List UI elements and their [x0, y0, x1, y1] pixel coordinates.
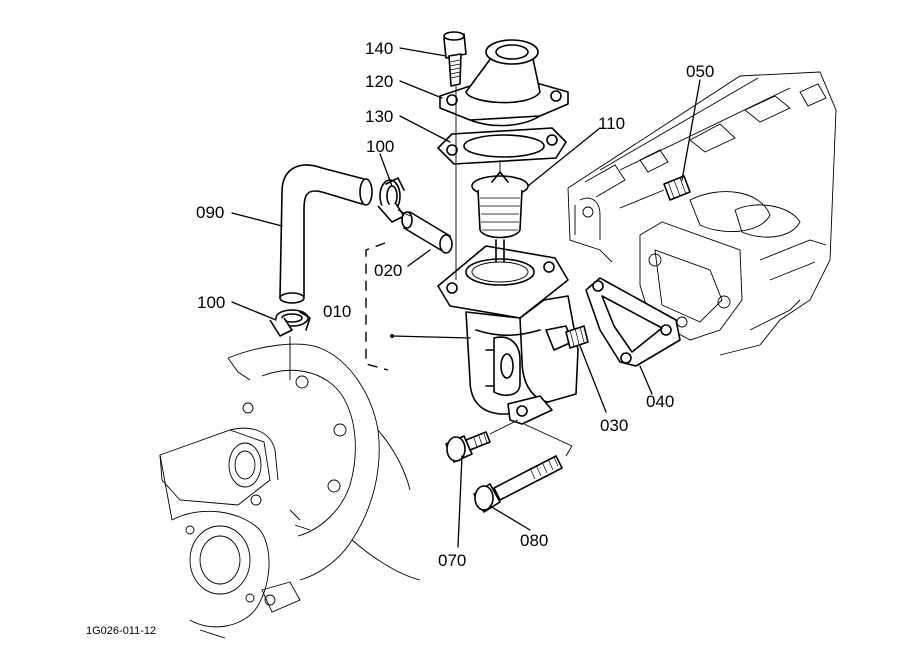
leader-dot: [390, 334, 394, 338]
pipe-020: [401, 211, 453, 254]
stud-030: [565, 325, 589, 349]
assembly-center-lines: [289, 86, 665, 457]
callout-080: 080: [520, 531, 548, 550]
callout-020: 020: [374, 261, 402, 280]
hose-clamp-100-upper: [377, 177, 405, 223]
hose-clamp-100-lower: [269, 309, 311, 337]
callout-100-upper: 100: [366, 137, 394, 156]
thermostat-110: [471, 171, 529, 263]
leader-lines: [231, 47, 701, 548]
figure-reference: 1G026-011-12: [86, 625, 156, 637]
cylinder-head-background: [567, 71, 837, 356]
assembly-bracket: [365, 242, 389, 371]
gasket-130: [437, 127, 567, 165]
bolt-080: [473, 455, 563, 513]
callout-010: 010: [323, 302, 351, 321]
callout-110: 110: [598, 114, 625, 133]
hose-090: [279, 164, 373, 304]
callout-070: 070: [438, 551, 466, 570]
callout-130: 130: [365, 107, 393, 126]
callout-090: 090: [196, 203, 224, 222]
callout-100-lower: 100: [197, 293, 225, 312]
callout-030: 030: [600, 416, 628, 435]
water-flange-120: [439, 39, 569, 127]
bolt-070: [445, 431, 491, 463]
callout-050: 050: [686, 62, 714, 81]
thermostat-housing-010: [437, 245, 579, 425]
callout-120: 120: [365, 72, 393, 91]
plug-050: [663, 175, 691, 201]
water-pump-background: [159, 343, 421, 639]
callout-140: 140: [365, 39, 393, 58]
bolt-140: [443, 31, 467, 87]
callout-040: 040: [646, 392, 674, 411]
gasket-040: [585, 277, 681, 367]
